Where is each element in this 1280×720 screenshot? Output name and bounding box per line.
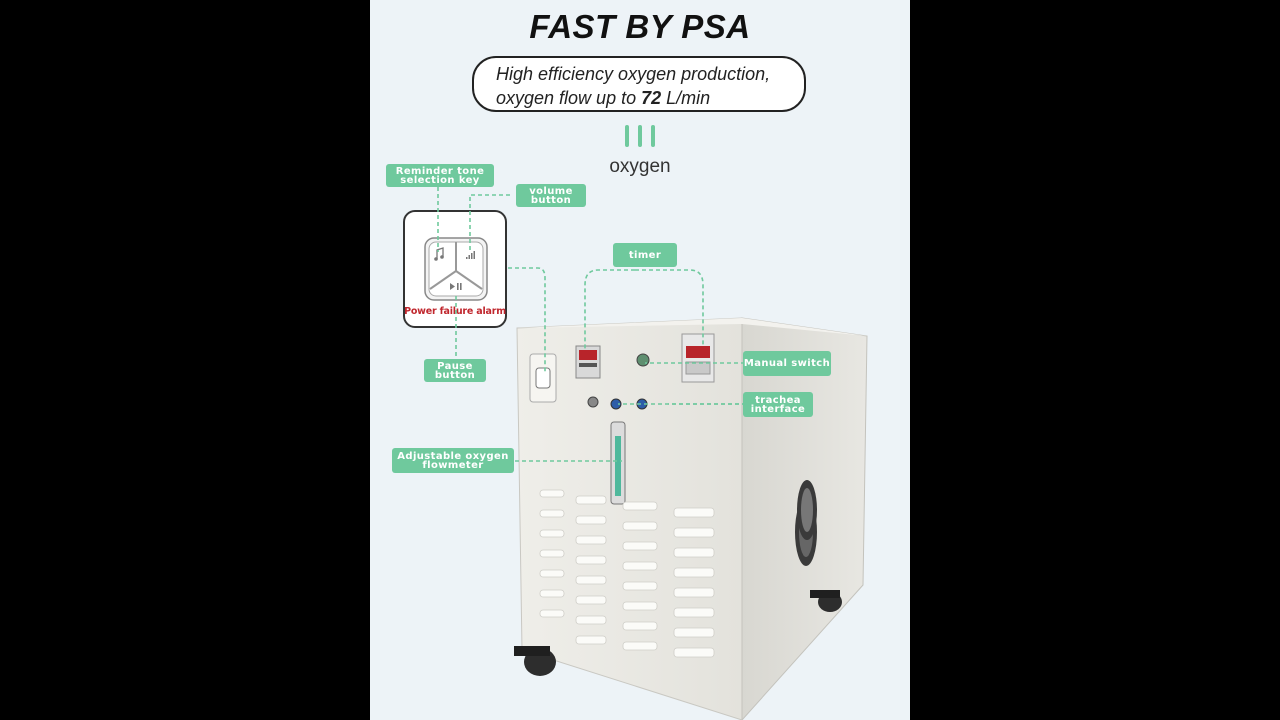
volume-button-tag: volume button (516, 184, 586, 207)
callout-lines (437, 187, 746, 462)
flowmeter-tag: Adjustable oxygen flowmeter (392, 448, 514, 473)
flow-value: 72 (641, 88, 662, 108)
play-pause-icon (450, 283, 462, 290)
oxygen-concentrator-machine (514, 317, 868, 720)
pause-button-tag: Pause button (424, 359, 486, 382)
keypad-detail-card (403, 210, 507, 328)
subtitle-line-2: oxygen flow up to 72 L/min (496, 86, 804, 110)
volume-bars-icon (466, 251, 475, 259)
product-panel: FAST BY PSA High efficiency oxygen produ… (370, 0, 910, 720)
oxygen-lines-icon (625, 125, 655, 147)
power-failure-alarm-label: Power failure alarm (404, 306, 506, 317)
music-note-icon (434, 247, 444, 261)
timer-tag: timer (613, 243, 677, 267)
subtitle-prefix: oxygen flow up to (496, 88, 642, 108)
subtitle-box: High efficiency oxygen production, oxyge… (472, 56, 806, 112)
reminder-tone-tag: Reminder tone selection key (386, 164, 494, 187)
keypad-illustration (424, 237, 488, 301)
subtitle-line-1: High efficiency oxygen production, (496, 64, 771, 84)
manual-switch-tag: Manual switch (743, 351, 831, 376)
trachea-interface-tag: trachea interface (743, 392, 813, 417)
flow-unit: L/min (661, 88, 711, 108)
page-title: FAST BY PSA (529, 8, 751, 45)
oxygen-label: oxygen (609, 156, 671, 177)
